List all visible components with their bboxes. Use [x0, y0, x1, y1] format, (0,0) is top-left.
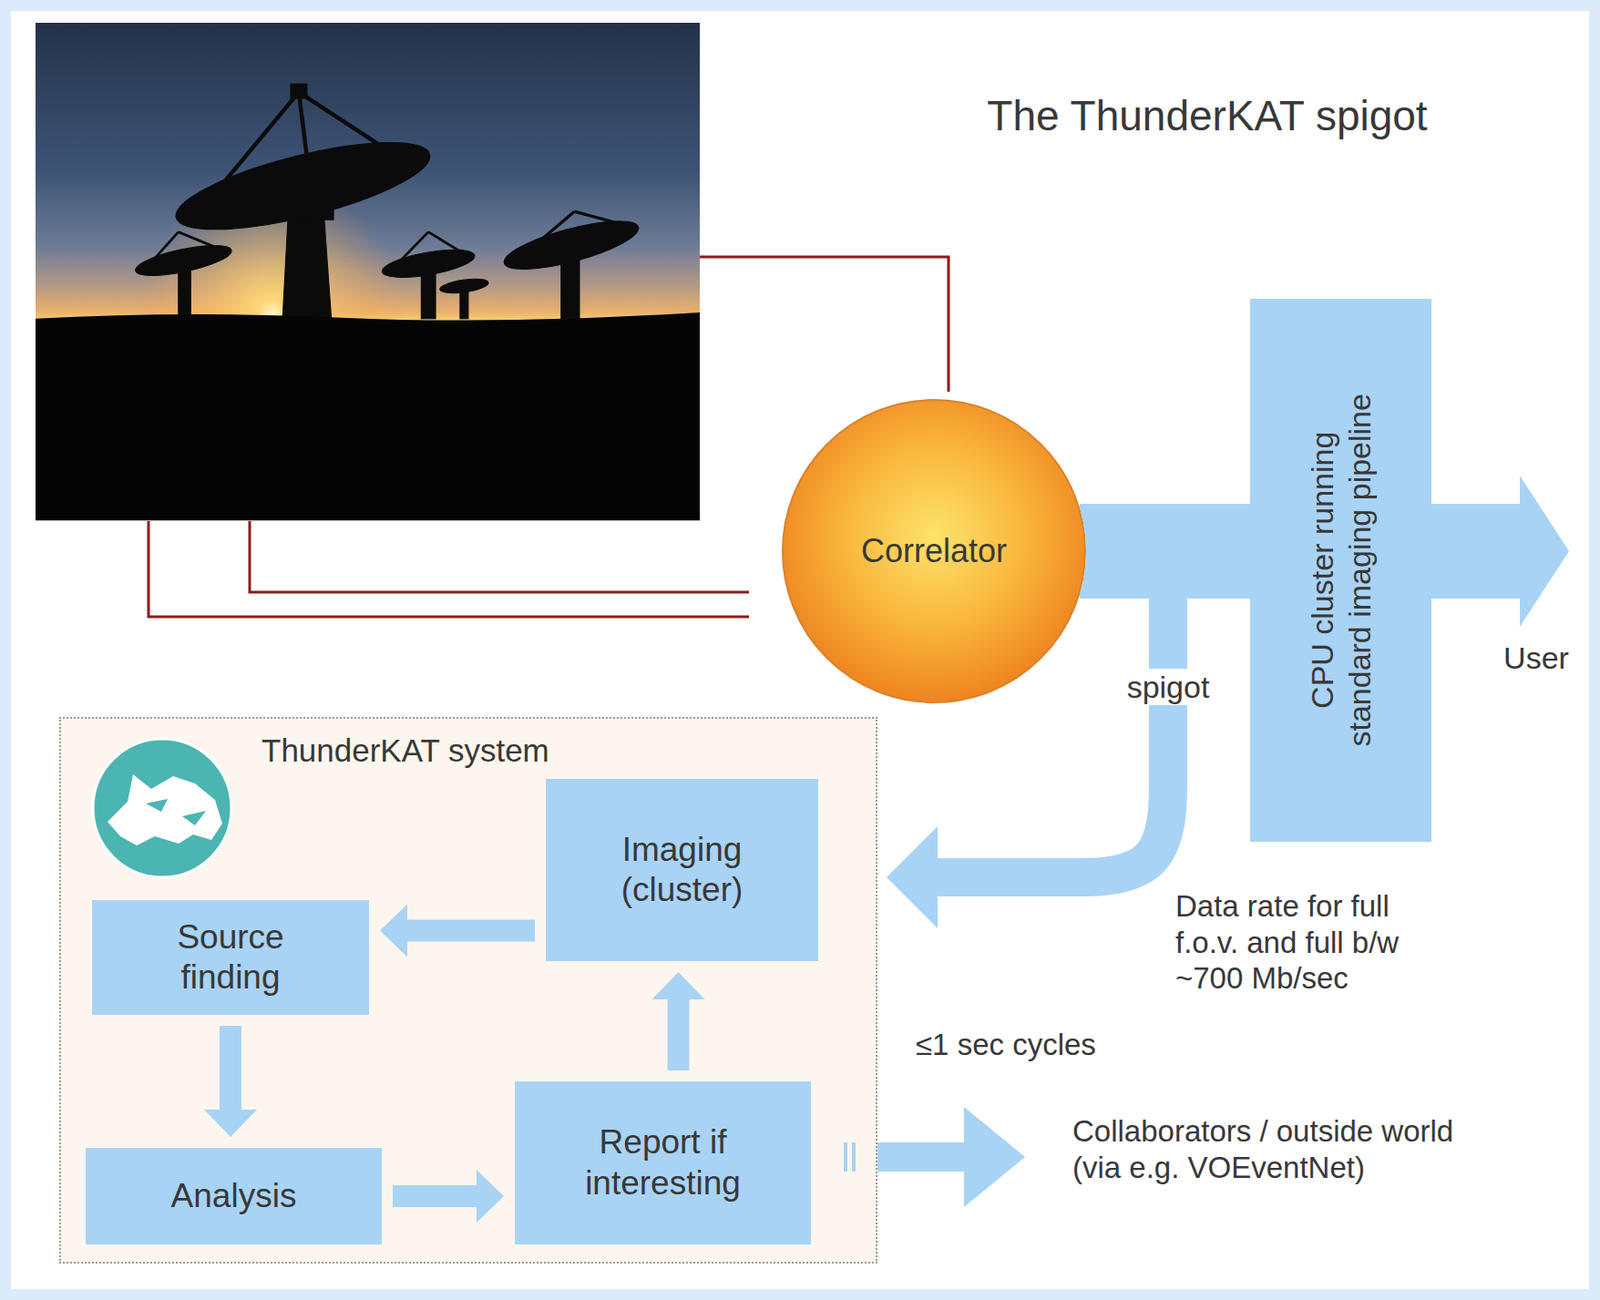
signal-wire	[249, 521, 749, 593]
break-bar	[843, 1142, 848, 1172]
spigot-arrow	[886, 551, 1169, 929]
node-label: Analysis	[115, 1176, 353, 1217]
arrow-shaft	[1421, 503, 1524, 599]
connector-shaft	[667, 994, 690, 1071]
feed-leg	[298, 92, 309, 175]
circle-shape	[782, 400, 1086, 703]
node-label: CPU cluster running standard imaging pip…	[1303, 381, 1379, 759]
dish-bowl	[379, 244, 477, 283]
connector-shaft	[401, 920, 535, 943]
arrow-head	[1519, 475, 1570, 627]
node-label: Source finding	[139, 917, 322, 999]
feed-leg	[389, 232, 430, 273]
process-box: Source finding	[92, 900, 370, 1016]
label-anchor: ≤1 sec cycles	[915, 1026, 1097, 1064]
dish-bowl	[439, 276, 490, 297]
arrow-head	[886, 826, 938, 929]
cycle-time-note: ≤1 sec cycles	[915, 1026, 1097, 1064]
data-rate-note: Data rate for full f.o.v. and full b/w ~…	[1175, 888, 1440, 997]
flow-arrow	[379, 904, 535, 958]
label-anchor: User	[1503, 639, 1570, 677]
node-label: ThunderKAT system	[261, 731, 550, 770]
diagram-title: The ThunderKAT spigot	[986, 91, 1427, 142]
dish-mount	[278, 189, 334, 221]
feed-box	[290, 83, 308, 99]
feed-leg	[428, 232, 469, 257]
signal-wire	[699, 256, 949, 392]
edge-label: spigot	[1121, 668, 1216, 707]
dish-bowl	[133, 239, 234, 282]
sun-glow	[35, 175, 700, 380]
feed-leg	[178, 232, 226, 252]
user-output-arrow	[1421, 475, 1570, 627]
data-stream-band	[1079, 551, 1251, 553]
title-anchor: The ThunderKAT spigot	[986, 91, 1427, 142]
dish-pedestal	[420, 269, 436, 319]
system-group: ThunderKAT systemImaging (cluster) Source…	[59, 717, 878, 1264]
arrow-shaft	[877, 1142, 969, 1172]
feed-leg	[298, 92, 405, 162]
ground	[35, 312, 700, 521]
node-label: Report if interesting	[563, 1122, 764, 1204]
arrow-head	[964, 1107, 1026, 1208]
flow-arrow	[652, 972, 706, 1071]
label-anchor: Data rate for full f.o.v. and full b/w ~…	[1175, 888, 1440, 997]
label-anchor: Collaborators / outside world (via e.g. …	[1072, 1113, 1476, 1186]
outreach-arrow	[843, 1107, 1026, 1208]
dish-pedestal	[561, 253, 580, 319]
dish-pedestal	[460, 287, 469, 319]
node-label: Imaging (cluster)	[591, 830, 774, 912]
cpu-cluster-box: CPU cluster running standard imaging pip…	[1250, 298, 1432, 842]
dish-pedestal	[178, 266, 191, 319]
connector-shaft	[219, 1025, 242, 1116]
flow-arrow	[204, 1025, 257, 1138]
connector-shaft	[392, 1185, 483, 1208]
connector-shaft	[927, 551, 1169, 878]
sky	[35, 22, 700, 522]
thunderkat-logo	[92, 738, 232, 878]
dish-pedestal	[282, 206, 332, 321]
signal-wire	[148, 521, 749, 617]
arrow-head	[204, 1109, 257, 1138]
logo-eye	[145, 799, 168, 812]
dish-bowl	[500, 211, 643, 279]
flow-arrow	[392, 1169, 504, 1223]
process-box: Analysis	[85, 1148, 382, 1245]
logo-mark	[182, 810, 206, 826]
node-label: Correlator	[861, 531, 1007, 571]
logo-cat-head	[107, 774, 223, 846]
dish-bowl	[168, 124, 437, 248]
process-box: Report if interesting	[514, 1081, 811, 1245]
outreach-note: Collaborators / outside world (via e.g. …	[1072, 1113, 1476, 1186]
dish-silhouettes	[133, 83, 643, 321]
feed-leg	[512, 211, 575, 264]
arrow-head	[652, 972, 706, 1000]
process-box: Imaging (cluster)	[545, 779, 819, 962]
logo-disc	[92, 738, 232, 878]
feed-leg	[143, 232, 179, 272]
feed-leg	[198, 92, 299, 213]
feed-leg	[574, 211, 632, 227]
connector-shaft	[1079, 503, 1251, 599]
arrow-head	[476, 1169, 504, 1223]
break-bar	[851, 1142, 856, 1172]
telescope-photo	[35, 22, 700, 522]
arrow-head	[379, 904, 408, 958]
correlator-circle: Correlator	[780, 398, 1088, 705]
output-label: User	[1503, 639, 1570, 677]
label-anchor: spigot	[1121, 668, 1216, 707]
